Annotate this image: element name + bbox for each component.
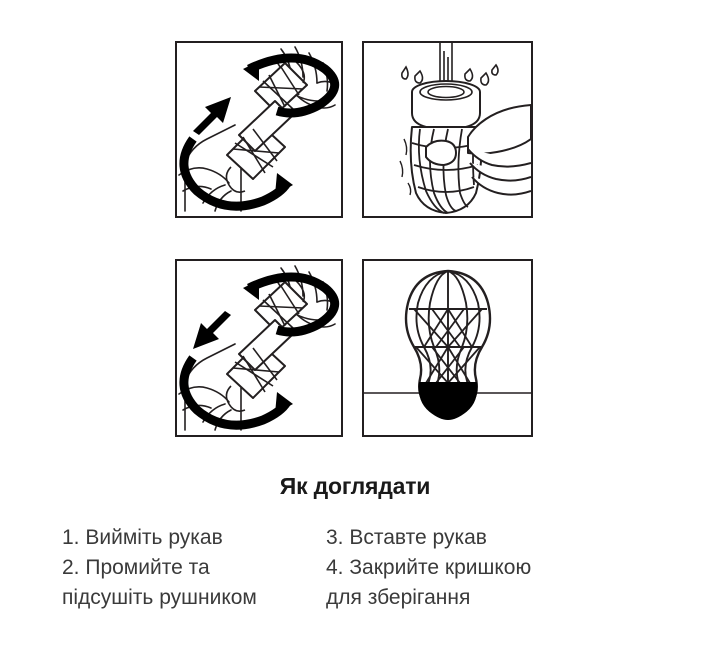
instruction-panel-closed-device bbox=[362, 259, 533, 437]
instruction-panel-grid bbox=[175, 41, 533, 437]
hand-rinsing-sleeve-under-water-illustration bbox=[399, 43, 531, 214]
instruction-panel-unscrew-open bbox=[175, 41, 343, 218]
care-steps-right-column: 3. Вставте рукав 4. Закрийте кришкою для… bbox=[320, 523, 710, 613]
care-step-4: 4. Закрийте кришкою bbox=[326, 556, 532, 579]
care-section-heading: Як доглядати bbox=[279, 473, 431, 499]
water-stream-icon bbox=[439, 43, 453, 87]
rotation-arrow-upper-icon bbox=[247, 272, 339, 337]
instruction-panel-rinse-water bbox=[362, 41, 533, 218]
care-step-2: 2. Промийте та bbox=[62, 556, 210, 579]
water-droplets-icon bbox=[401, 63, 499, 86]
care-steps-container: 1. Вийміть рукав 2. Промийте та підсушіт… bbox=[0, 523, 710, 613]
instruction-panel-insert-sleeve bbox=[175, 259, 343, 437]
care-steps-left-column: 1. Вийміть рукав 2. Промийте та підсушіт… bbox=[0, 523, 320, 613]
rotation-arrow-upper-icon bbox=[247, 53, 339, 118]
arrow-down-left-icon bbox=[193, 311, 231, 349]
care-step-2-continued: підсушіть рушником bbox=[62, 586, 257, 609]
care-step-4-continued: для зберігання bbox=[326, 586, 471, 609]
hands-twisting-sleeve-open-illustration bbox=[178, 46, 339, 212]
black-base-cap bbox=[418, 382, 478, 421]
hands-twisting-sleeve-closed-illustration bbox=[178, 265, 339, 431]
closed-device-on-shelf-illustration bbox=[364, 269, 531, 421]
care-step-1: 1. Вийміть рукав bbox=[62, 526, 223, 549]
arrow-up-right-icon bbox=[193, 97, 231, 135]
care-step-3: 3. Вставте рукав bbox=[326, 526, 487, 549]
